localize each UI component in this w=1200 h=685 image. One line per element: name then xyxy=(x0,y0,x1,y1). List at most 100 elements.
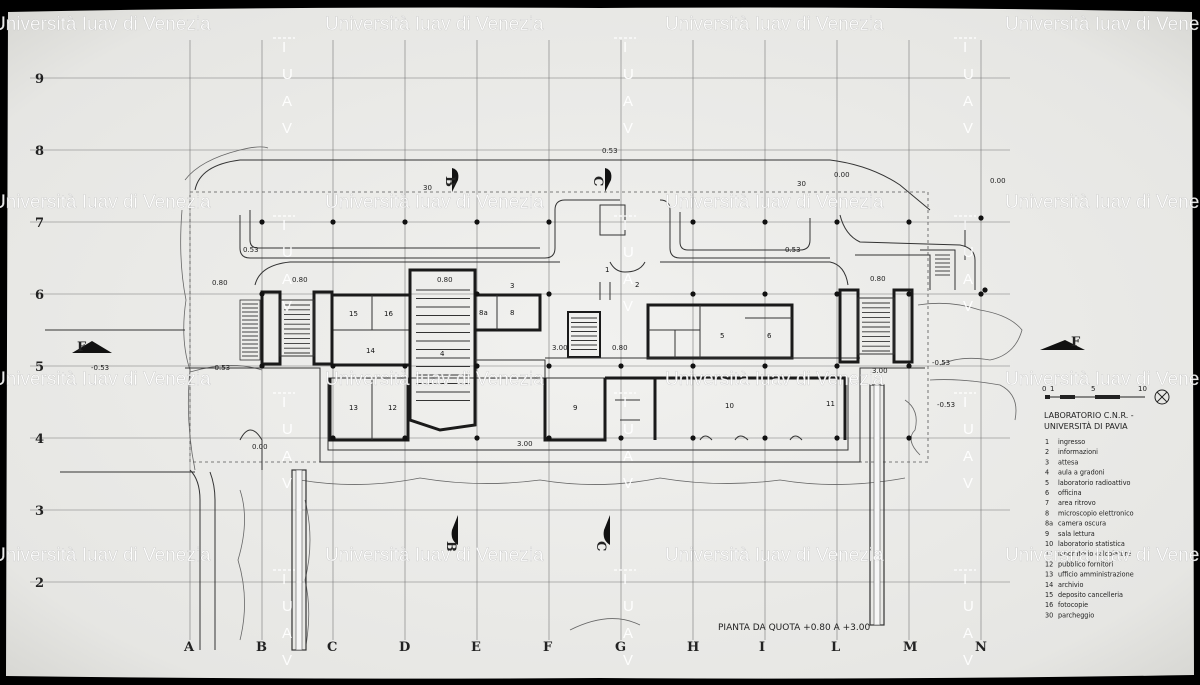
watermark-letter: V xyxy=(282,475,292,492)
driveways xyxy=(60,159,976,650)
legend-item-number: 11 xyxy=(1045,549,1053,558)
watermark-text: Università Iuav di Venezia xyxy=(665,369,884,390)
watermark-letter: U xyxy=(623,421,634,438)
watermark-letter: V xyxy=(623,475,633,492)
column-dot xyxy=(330,363,336,369)
scale-bar: 0 1 5 10 xyxy=(1042,385,1147,399)
room-10: 10 xyxy=(725,402,734,410)
site-boundary xyxy=(189,191,929,463)
column-dot xyxy=(474,435,480,441)
column-label-9: L xyxy=(831,640,840,655)
watermark-text: Università Iuav di Venezia xyxy=(665,14,884,35)
scale-tick-1: 1 xyxy=(1050,385,1054,393)
column-label-6: G xyxy=(615,640,626,655)
legend-item-number: 3 xyxy=(1045,457,1049,466)
room-16: 16 xyxy=(384,310,393,318)
column-dot xyxy=(546,291,552,297)
column-dot xyxy=(906,219,912,225)
watermark-letter: A xyxy=(282,271,292,288)
legend-item-label: camera oscura xyxy=(1058,519,1106,528)
column-dot xyxy=(834,219,840,225)
column-dot xyxy=(690,219,696,225)
column-dot xyxy=(978,215,984,221)
column-label-0: A xyxy=(183,640,195,655)
column-dot xyxy=(330,219,336,225)
column-dot xyxy=(978,291,984,297)
legend-item-number: 12 xyxy=(1045,559,1053,568)
room-15: 15 xyxy=(349,310,358,318)
watermark-letter: I xyxy=(282,571,286,588)
legend-item-label: sala lettura xyxy=(1058,529,1095,538)
row-label-2: 7 xyxy=(35,216,44,231)
legend-item-number: 8a xyxy=(1045,519,1053,528)
watermark-letter: A xyxy=(963,625,973,642)
section-markers: B C B C F F xyxy=(45,168,1085,552)
column-label-4: E xyxy=(471,640,481,655)
watermark-letter: A xyxy=(623,271,633,288)
scale-tick-0: 0 xyxy=(1042,385,1046,393)
legend-title-1: LABORATORIO C.N.R. - xyxy=(1044,411,1134,420)
column-dot xyxy=(618,363,624,369)
level-13: 0.00 xyxy=(990,177,1006,185)
watermark-letter: V xyxy=(963,298,973,315)
legend-item-label: deposito cancelleria xyxy=(1058,590,1123,599)
column-dot xyxy=(690,435,696,441)
column-dot xyxy=(259,291,265,297)
watermark-letter: U xyxy=(963,244,974,261)
column-dot xyxy=(259,363,265,369)
watermark-letter: I xyxy=(963,394,967,411)
room-6: 6 xyxy=(767,332,772,340)
watermark-letter: U xyxy=(282,66,293,83)
row-label-4: 5 xyxy=(35,360,44,375)
legend-item-label: ingresso xyxy=(1058,437,1085,446)
column-dot xyxy=(762,435,768,441)
site-vegetation xyxy=(180,146,1023,646)
section-f-left-label: F xyxy=(77,340,87,355)
watermark-text: Università Iuav di Venezia xyxy=(665,545,884,566)
row-label-5: 4 xyxy=(35,432,44,447)
legend-item-number: 16 xyxy=(1045,600,1053,609)
legend-title-2: UNIVERSITÀ DI PAVIA xyxy=(1044,420,1128,431)
plan-caption: PIANTA DA QUOTA +0.80 A +3.00 xyxy=(718,623,870,633)
column-label-7: H xyxy=(687,640,699,655)
watermark-letter: U xyxy=(963,66,974,83)
column-label-5: F xyxy=(543,640,553,655)
legend-item-number: 5 xyxy=(1045,478,1049,487)
legend-item-number: 9 xyxy=(1045,529,1049,538)
entry-stairs xyxy=(571,317,597,350)
level-16: 0.00 xyxy=(252,443,268,451)
column-dot xyxy=(259,219,265,225)
room-1: 1 xyxy=(605,266,609,274)
column-label-11: N xyxy=(975,640,987,655)
column-dot xyxy=(906,435,912,441)
column-dot xyxy=(618,435,624,441)
structural-columns xyxy=(259,215,988,441)
watermark-letter: A xyxy=(623,448,633,465)
watermark-letter: U xyxy=(963,598,974,615)
watermark-letter: A xyxy=(282,448,292,465)
auditorium-steps xyxy=(416,289,470,401)
row-label-3: 6 xyxy=(35,288,44,303)
column-dot xyxy=(546,219,552,225)
legend-item-number: 14 xyxy=(1045,580,1053,589)
column-dot xyxy=(982,287,988,293)
legend: LABORATORIO C.N.R. - UNIVERSITÀ DI PAVIA… xyxy=(1044,411,1134,619)
column-label-2: C xyxy=(327,640,337,655)
level-3: 0.80 xyxy=(212,279,228,287)
watermark-text: Università Iuav di Venezia xyxy=(0,14,211,35)
watermark-letter: A xyxy=(963,93,973,110)
watermark-letter: I xyxy=(623,394,627,411)
watermark-letter: U xyxy=(623,244,634,261)
watermark-letter: A xyxy=(623,93,633,110)
watermark-letter: I xyxy=(282,217,286,234)
column-dot xyxy=(546,363,552,369)
level-10: 0.53 xyxy=(243,246,259,254)
watermark-letter: I xyxy=(282,394,286,411)
legend-item-label: fotocopie xyxy=(1058,600,1088,609)
watermark-letter: I xyxy=(963,39,967,56)
level-2: -0.53 xyxy=(212,364,230,372)
watermark-letter: I xyxy=(282,39,286,56)
watermark-text: Università Iuav di Venezia xyxy=(0,192,211,213)
legend-item-number: 15 xyxy=(1045,590,1053,599)
